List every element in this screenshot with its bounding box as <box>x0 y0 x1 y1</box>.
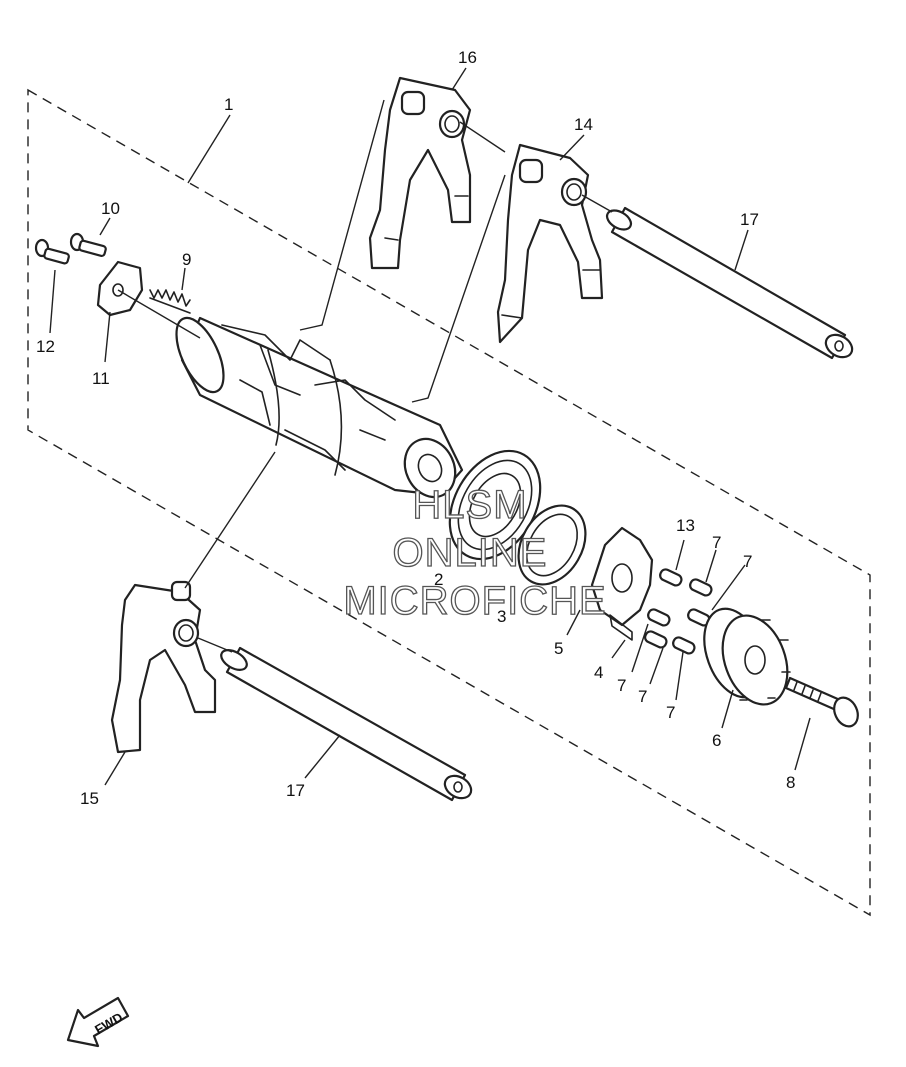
callout-7b: 7 <box>743 552 752 571</box>
callout-4: 4 <box>594 663 603 682</box>
bolt-12 <box>34 238 70 265</box>
callout-15: 15 <box>80 789 99 808</box>
shift-fork-15 <box>110 580 217 754</box>
callout-6: 6 <box>712 731 721 750</box>
callout-9: 9 <box>182 250 191 269</box>
bolt-10 <box>69 232 107 257</box>
callout-7a: 7 <box>712 533 721 552</box>
pins-7 <box>644 568 713 655</box>
stopper-plate-11 <box>96 260 144 317</box>
callout-8: 8 <box>786 773 795 792</box>
shift-drum-1 <box>175 316 464 499</box>
callout-2: 2 <box>434 570 443 589</box>
watermark-line-2: ONLINE <box>393 531 548 575</box>
shift-rod-17-upper <box>605 206 854 360</box>
shift-fork-16 <box>368 76 472 270</box>
callout-1: 1 <box>224 95 233 114</box>
callout-10: 10 <box>101 199 120 218</box>
segment-5 <box>590 526 654 641</box>
callout-13: 13 <box>676 516 695 535</box>
callout-16: 16 <box>458 48 477 67</box>
callout-14: 14 <box>574 115 593 134</box>
spring-9 <box>149 289 191 314</box>
leader-lines <box>49 67 811 786</box>
arrow-left-icon <box>66 996 130 1048</box>
shift-fork-14 <box>496 143 604 344</box>
callout-17b: 17 <box>286 781 305 800</box>
watermark: HLSM ONLINE MICROFICHE <box>343 482 607 623</box>
watermark-line-3: MICROFICHE <box>343 579 606 623</box>
callout-3: 3 <box>497 607 506 626</box>
shift-cam-6 <box>703 607 791 706</box>
callout-11: 11 <box>92 369 110 388</box>
callout-5: 5 <box>554 639 563 658</box>
assembly-boundary <box>27 88 871 917</box>
callout-7c: 7 <box>617 676 626 695</box>
screw-8 <box>784 676 859 728</box>
callout-7e: 7 <box>666 703 675 722</box>
shift-rod-17-lower <box>220 646 473 802</box>
fwd-arrow: FWD <box>66 996 130 1048</box>
bearing-2 <box>448 449 542 561</box>
callout-7d: 7 <box>638 687 647 706</box>
callout-12: 12 <box>36 337 55 356</box>
ring-3 <box>517 504 587 586</box>
watermark-line-1: HLSM <box>412 483 527 527</box>
callout-17a: 17 <box>740 210 759 229</box>
